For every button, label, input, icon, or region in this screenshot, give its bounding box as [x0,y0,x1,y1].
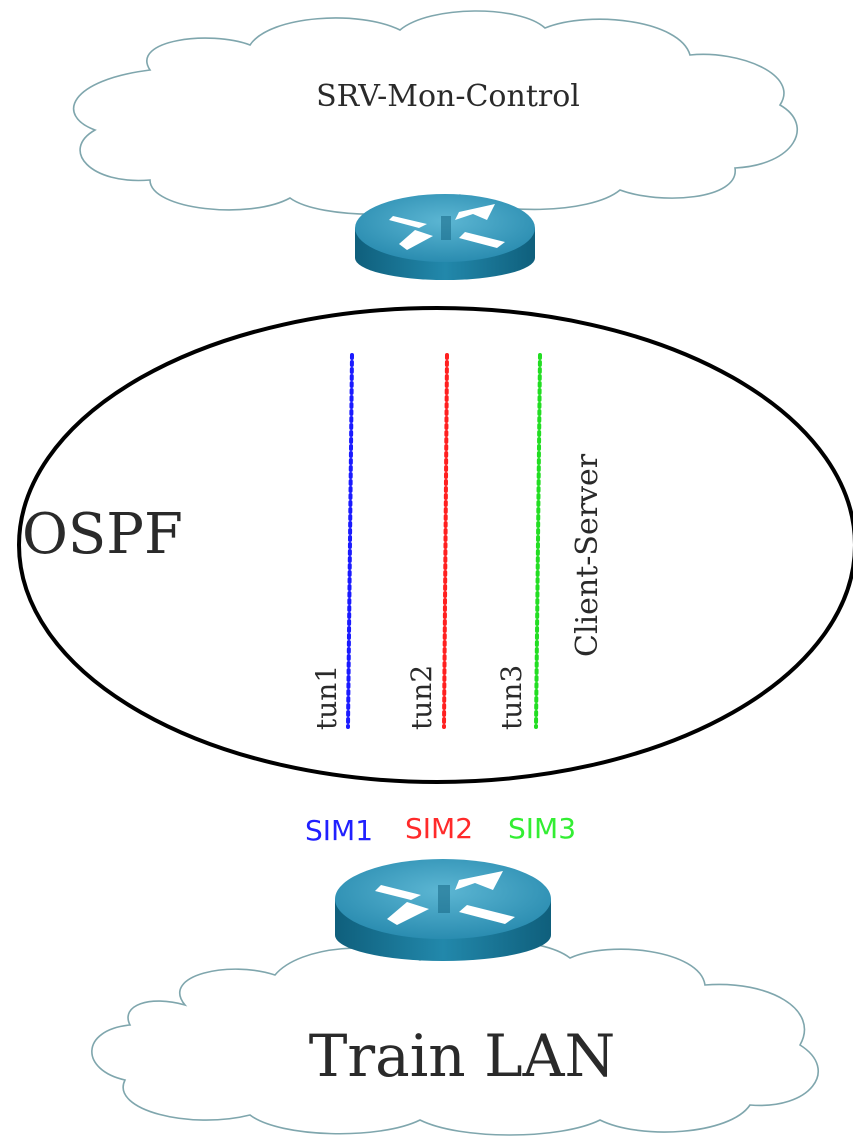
ospf-label: OSPF [22,502,183,567]
router-bottom [335,859,551,961]
cloud-top: SRV-Mon-Control [73,10,798,215]
router-top [355,194,535,280]
router-icon [355,194,535,280]
tunnel-1-line [346,353,354,729]
cloud-bottom-label: Train LAN [309,1022,615,1090]
tunnels: tun1 tun2 tun3 [310,353,542,730]
sim-1-label: SIM1 [305,814,373,847]
sim-3-label: SIM3 [508,812,576,845]
sim-2-label: SIM2 [405,812,473,845]
cloud-top-label: SRV-Mon-Control [316,79,580,114]
cloud-bottom: Train LAN [91,940,820,1136]
tunnel-2-label: tun2 [405,665,438,730]
router-icon [335,859,551,961]
tunnel-1-label: tun1 [310,665,343,730]
client-server-label: Client-Server [570,453,605,657]
tunnel-3-line [534,353,542,729]
tunnel-3-label: tun3 [495,665,528,730]
ospf-domain [17,306,853,784]
sim-labels: SIM1 SIM2 SIM3 [305,812,576,847]
tunnel-2-line [442,353,449,729]
cloud-icon [73,10,798,215]
